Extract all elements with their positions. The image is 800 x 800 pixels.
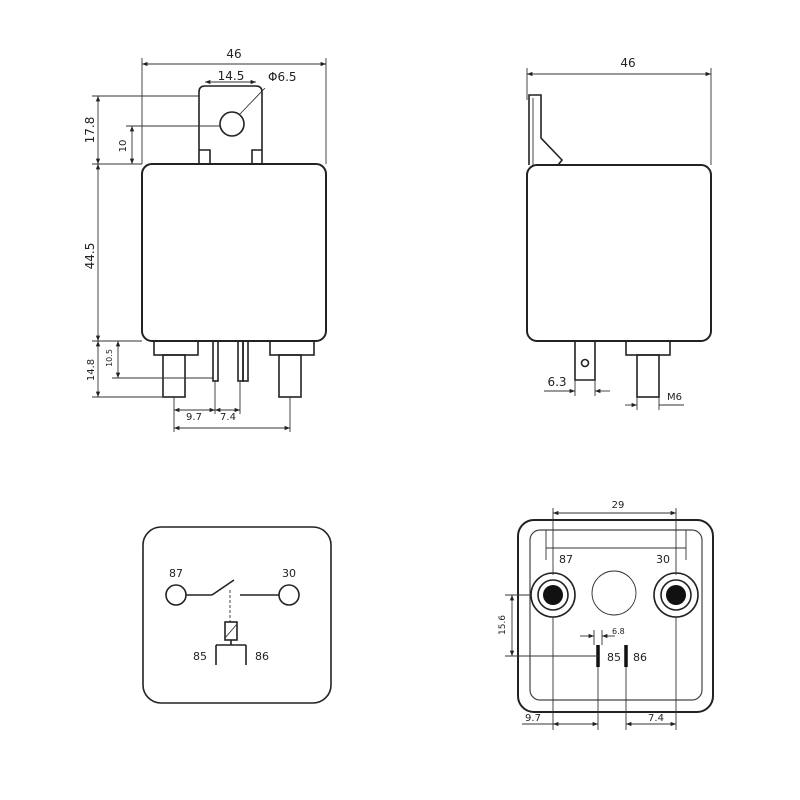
schematic: 87 30 85 86 <box>142 526 332 704</box>
bottom-terminal-87 <box>543 585 563 605</box>
side-thread-label: M6 <box>667 392 682 403</box>
bottom-terminal-87-ring <box>537 579 569 611</box>
bottom-terminal-30-ring <box>660 579 692 611</box>
front-pin-30-base <box>269 340 315 356</box>
bottom-gap-label: 6.8 <box>612 627 625 636</box>
front-view: 46 14.5 Φ6.5 17.8 10 44.5 14.8 10.5 <box>83 47 327 432</box>
schematic-label-30: 30 <box>282 567 296 580</box>
bottom-terminal-30 <box>666 585 686 605</box>
schematic-label-85: 85 <box>193 650 207 663</box>
front-hole-leader <box>239 87 266 115</box>
schematic-label-87: 87 <box>169 567 183 580</box>
front-mounting-tab <box>198 85 263 164</box>
side-view: 46 6.3 M6 <box>526 56 712 410</box>
front-pin-85 <box>212 340 219 382</box>
front-hole-offset-label: 10 <box>118 140 129 153</box>
side-spade-terminal <box>574 341 596 381</box>
bottom-label-30: 30 <box>656 553 670 566</box>
bottom-rib <box>545 530 687 560</box>
bottom-spacing-a-label: 9.7 <box>525 713 541 724</box>
bottom-label-87: 87 <box>559 553 573 566</box>
schematic-switch-contact <box>211 579 235 596</box>
bottom-offset-label: 15.6 <box>498 615 508 635</box>
side-width-label: 46 <box>620 56 635 70</box>
bottom-spacing-b-label: 7.4 <box>648 713 664 724</box>
front-body-height-label: 44.5 <box>83 243 97 270</box>
bottom-inner-frame <box>529 529 703 701</box>
side-spade-hole <box>580 358 590 368</box>
front-mounting-hole <box>219 111 245 137</box>
front-pin-86-side <box>242 340 249 382</box>
front-spacing-b-label: 7.4 <box>220 412 236 423</box>
front-pin-87 <box>162 354 186 398</box>
side-threaded-post <box>636 354 660 398</box>
bottom-label-86: 86 <box>633 651 647 664</box>
side-post-base <box>625 340 671 356</box>
front-width-label: 46 <box>226 47 241 61</box>
schematic-frame <box>142 526 332 704</box>
front-pin-short-label: 10.5 <box>105 349 114 367</box>
bottom-view: 87 30 85 86 29 15.6 6.8 9.7 7.4 <box>498 500 714 730</box>
bottom-outer-frame <box>517 519 714 713</box>
front-tab-legs <box>199 149 262 164</box>
front-tab-height-label: 17.8 <box>83 117 97 144</box>
front-pin-30 <box>278 354 302 398</box>
side-mounting-tab <box>528 94 564 166</box>
bottom-label-85: 85 <box>607 651 621 664</box>
front-pin-87-base <box>153 340 199 356</box>
bottom-width-label: 29 <box>612 500 625 511</box>
front-relay-body <box>141 163 327 342</box>
front-tab-width-label: 14.5 <box>218 69 245 83</box>
front-pins <box>153 340 315 398</box>
side-relay-body <box>526 164 712 342</box>
side-tab-width-label: 6.3 <box>547 375 566 389</box>
bottom-center-hole <box>591 570 637 616</box>
schematic-label-86: 86 <box>255 650 269 663</box>
front-pin-length-label: 14.8 <box>86 359 97 381</box>
front-hole-diameter-label: Φ6.5 <box>268 70 297 84</box>
front-spacing-a-label: 9.7 <box>186 412 202 423</box>
